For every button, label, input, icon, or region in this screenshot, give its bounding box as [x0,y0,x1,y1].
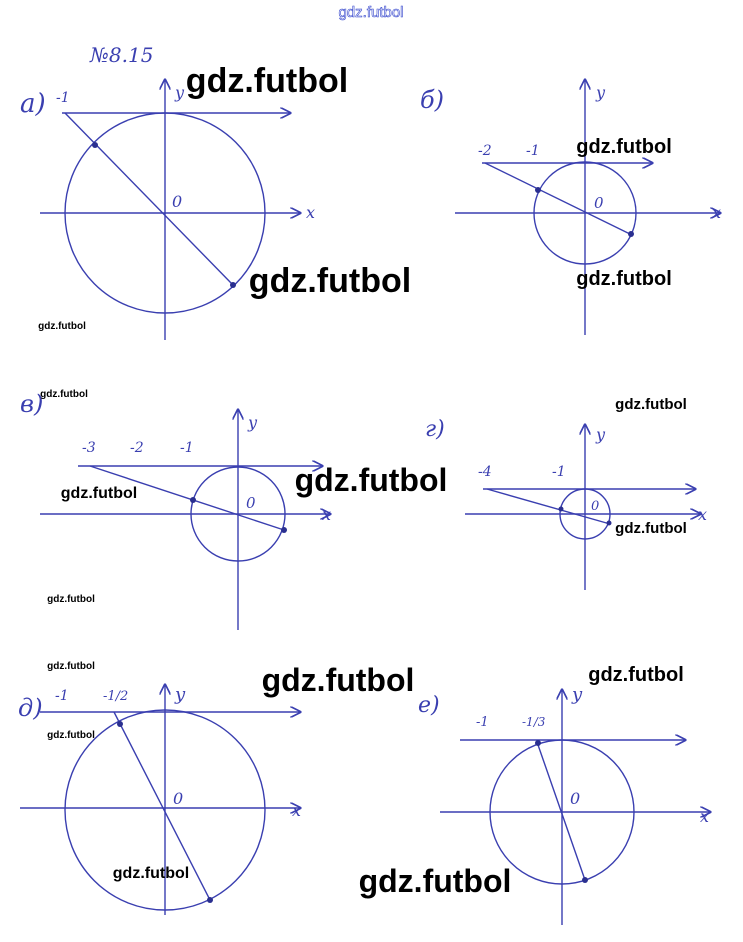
point [207,897,213,903]
tick-label: -1 [56,90,70,106]
diagram-v: в) -3 -2 -1 0 x y [20,390,331,630]
origin-label: 0 [173,789,183,808]
tick-label: -2 [478,143,492,159]
watermark: gdz.futbol [61,485,137,502]
point [606,520,612,526]
secant-line [89,465,285,531]
part-label: д) [18,694,43,722]
secant-line [536,741,586,881]
point [535,740,541,746]
tick-label: -1/2 [103,689,128,704]
tick-label: -1 [552,464,566,480]
diagram-a: а) -1 0 x y [20,80,315,340]
tick-label: -4 [478,464,492,480]
y-label: y [247,413,258,432]
y-label: y [571,684,583,705]
point [281,527,287,533]
watermark: gdz.futbol [615,520,687,537]
secant-line [113,711,211,901]
watermark: gdz.futbol [588,664,684,686]
point [117,721,123,727]
point [230,282,236,288]
origin-label: 0 [570,789,580,808]
point [92,142,98,148]
tick-label: -1 [526,143,540,159]
tick-label: -1/3 [522,715,546,729]
x-label: x [306,203,315,222]
diagram-b: б) -2 -1 0 x y [420,80,721,335]
x-label: x [698,505,707,524]
secant-line [486,488,611,525]
y-label: y [595,83,606,102]
watermark: gdz.futbol [249,262,411,300]
unit-circle [533,161,637,265]
watermark-top: gdz.futbol [338,4,403,21]
y-label: y [174,684,186,705]
point [535,187,541,193]
tick-label: -1 [180,440,194,456]
origin-label: 0 [172,192,182,211]
part-label: е) [418,693,440,718]
diagram-d: д) -1 -1/2 0 x y [18,684,301,915]
point [628,231,634,237]
x-label: x [700,807,709,826]
origin-label: 0 [594,194,604,212]
y-label: y [595,425,606,444]
part-label: а) [20,89,46,119]
watermark: gdz.futbol [615,396,687,413]
watermark: gdz.futbol [186,62,348,100]
watermarks: gdz.futbol gdz.futbol gdz.futbol gdz.fut… [38,62,687,899]
tick-label: -1 [476,715,489,730]
watermark: gdz.futbol [576,136,672,158]
x-label: x [322,505,331,524]
watermark: gdz.futbol [576,268,672,290]
point [582,877,588,883]
watermark: gdz.futbol [359,863,512,899]
y-label: y [174,83,185,102]
x-label: x [712,203,721,222]
part-label: г) [425,417,445,442]
watermark: gdz.futbol [47,730,95,741]
tick-label: -3 [82,440,96,456]
watermark: gdz.futbol [40,389,88,400]
watermark: gdz.futbol [295,462,448,498]
tick-label: -2 [130,440,144,456]
tick-label: -1 [55,688,69,704]
problem-number: №8.15 [89,43,153,67]
watermark: gdz.futbol [113,865,189,882]
watermark: gdz.futbol [38,321,86,332]
watermark: gdz.futbol [47,594,95,605]
secant-line [64,112,234,286]
part-label: б) [420,86,444,114]
part-label: в) [20,390,43,418]
origin-label: 0 [591,499,599,514]
diagram-g: г) -4 -1 0 x y [425,417,707,590]
unit-circle [190,466,286,562]
secant-line [484,162,633,236]
x-label: x [292,801,301,820]
origin-label: 0 [246,494,256,512]
watermark: gdz.futbol [262,662,415,698]
diagram-e: е) -1 -1/3 0 x y [418,684,710,925]
watermark: gdz.futbol [47,661,95,672]
point [190,497,196,503]
point [558,506,564,512]
unit-circle [64,709,266,911]
